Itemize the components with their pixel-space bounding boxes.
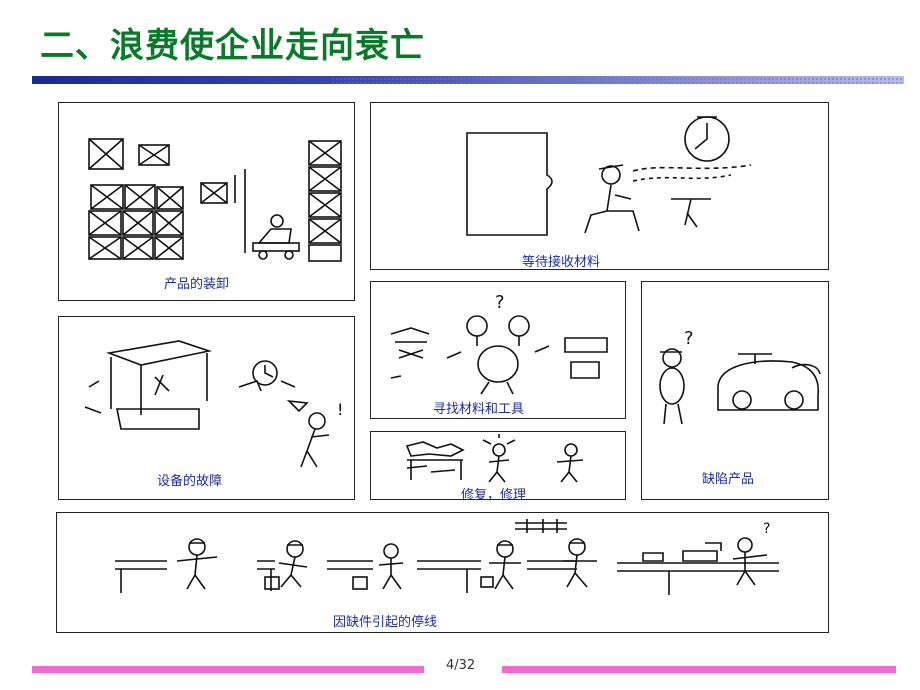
searching-illustration: ?: [390, 292, 608, 395]
caption-repair: 修复，修理: [461, 488, 527, 503]
footer-bar-right: [502, 666, 896, 673]
caption-loading: 产品的装卸: [164, 277, 230, 292]
caption-breakdown: 设备的故障: [157, 474, 223, 489]
caption-waiting: 等待接收材料: [522, 255, 601, 270]
loading-illustration: [88, 138, 342, 262]
footer-bar-left: [32, 666, 424, 673]
caption-defective: 缺陷产品: [702, 472, 755, 487]
svg-text:?: ?: [684, 328, 694, 349]
panel-breakdown: ! 设备的故障: [58, 316, 355, 500]
caption-searching: 寻找材料和工具: [433, 402, 525, 417]
svg-text:?: ?: [495, 292, 505, 313]
panel-defective: ? 缺陷产品: [641, 281, 829, 500]
svg-text:!: !: [337, 400, 343, 419]
panel-loading: 产品的装卸: [58, 102, 355, 301]
title-underline: [32, 76, 904, 84]
caption-stoppage: 因缺件引起的停线: [333, 615, 438, 630]
slide-title: 二、浪费使企业走向衰亡: [40, 26, 425, 66]
panel-waiting: 等待接收材料: [370, 102, 829, 270]
repair-illustration: [405, 434, 584, 483]
panel-repair: 修复，修理: [370, 431, 626, 503]
breakdown-illustration: !: [84, 340, 343, 468]
waiting-illustration: [466, 116, 752, 236]
defective-illustration: ?: [659, 328, 821, 425]
page-number: 4/32: [446, 658, 476, 673]
panel-stoppage: ? 因缺件引起的停线: [56, 512, 829, 633]
stoppage-illustration: ?: [115, 519, 779, 595]
svg-text:?: ?: [763, 521, 770, 537]
panel-searching: ? 寻找材料和工具: [370, 281, 626, 419]
